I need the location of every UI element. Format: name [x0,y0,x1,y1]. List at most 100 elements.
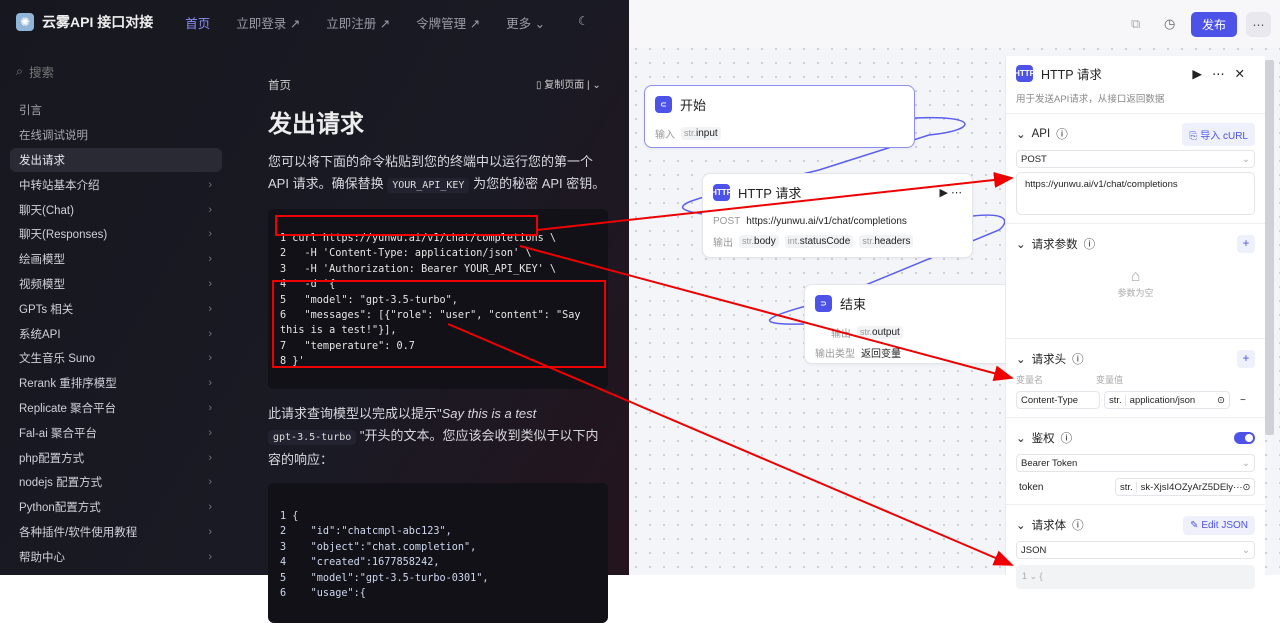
output-tag: int.statusCode [784,234,854,248]
import-curl-button[interactable]: ⎘ 导入 cURL [1182,122,1255,146]
section-label: 请求头 [1031,354,1067,366]
breadcrumb[interactable]: 首页 [268,80,291,92]
sidebar-item-label: 引言 [19,105,42,118]
sidebar-item[interactable]: 各种插件/软件使用教程› [10,520,222,545]
chevron-right-icon: › [208,401,212,414]
intro-b: 为您的秘密 API 密钥。 [473,176,606,191]
sidebar-item-label: 视频模型 [19,278,65,291]
add-param-button[interactable]: + [1237,235,1255,253]
sidebar-item[interactable]: GPTs 相关› [10,296,222,321]
chevron-right-icon: › [208,302,212,315]
nav-link[interactable]: 令牌管理 ↗ [416,16,481,31]
publish-button[interactable]: 发布 [1191,12,1237,37]
output-tag: str.body [739,234,779,248]
chevron-right-icon: › [208,352,212,365]
sidebar-item[interactable]: 引言 [10,98,222,123]
body-type-select[interactable]: JSON⌄ [1016,541,1255,559]
panel-scrollbar[interactable] [1265,60,1274,435]
history-icon[interactable]: ◷ [1164,16,1176,31]
chevron-right-icon: › [208,525,212,538]
auth-toggle[interactable] [1234,432,1255,444]
dark-mode-icon[interactable]: ☾ [578,14,589,28]
token-input[interactable]: str.sk-XjsI4OZyArZ5DEly···⊙ [1115,478,1255,496]
token-label: token [1019,481,1044,493]
sidebar-item[interactable]: Rerank 重排序模型 › [10,371,222,396]
sidebar-item[interactable]: 绘画模型› [10,247,222,272]
auth-type-select[interactable]: Bearer Token⌄ [1016,454,1255,472]
intro-a: 您可以将下面的命令粘贴到您的终端中以运行您的第一个 API 请求。确保替换 [268,154,594,191]
output-label: 输出 [713,237,733,249]
sidebar-item[interactable]: 系统API› [10,321,222,346]
search-icon: ⌕ [16,63,24,78]
end-icon: ⊃ [815,295,832,312]
more-button[interactable]: ⋯ [1246,12,1271,37]
edit-json-button[interactable]: ✎ Edit JSON [1183,515,1255,535]
node-title: 开始 [680,98,707,113]
start-icon: ⊂ [655,96,672,113]
sidebar-item[interactable]: 视频模型› [10,272,222,297]
method-label: POST [713,215,741,227]
sidebar: 引言在线调试说明发出请求中转站基本介绍›聊天(Chat)›聊天(Response… [10,98,222,569]
body-section: ⌄ 请求体 ⓘ✎ Edit JSON JSON⌄ 1 ⌄ { [1006,504,1265,597]
brand-name[interactable]: 云雾API 接口对接 [42,14,154,30]
inline-code: YOUR_API_KEY [387,178,470,193]
output-type: 返回变量 [861,348,901,360]
sidebar-item[interactable]: 聊天(Responses)› [10,222,222,247]
sidebar-item[interactable]: Fal-ai 聚合平台› [10,420,222,445]
sidebar-item[interactable]: Replicate 聚合平台› [10,396,222,421]
chevron-right-icon: › [208,377,212,390]
sidebar-item[interactable]: php配置方式› [10,445,222,470]
sidebar-item[interactable]: 文生音乐 Suno› [10,346,222,371]
http-icon: HTTP [711,184,732,201]
sidebar-item-label: 中转站基本介绍 [19,179,100,192]
sidebar-item-label: Fal-ai 聚合平台 [19,427,97,440]
method-select[interactable]: POST⌄ [1016,150,1255,168]
chevron-right-icon: › [208,253,212,266]
sidebar-item[interactable]: 发出请求 [10,147,222,173]
copy-page-button[interactable]: ▯ 复制页面 | ⌄ [536,80,601,91]
output-type-label: 输出类型 [815,348,855,360]
col-value: 变量值 [1096,375,1124,385]
chevron-right-icon: › [208,550,212,563]
node-title: 结束 [840,297,867,312]
output-tag: str.headers [859,234,914,248]
sidebar-item[interactable]: 帮助中心 › [10,544,222,569]
sidebar-item[interactable]: 聊天(Chat)› [10,197,222,222]
sidebar-item-label: 系统API [19,328,61,341]
sidebar-item-label: 聊天(Chat) [19,204,74,217]
run-icon[interactable]: ▶ ⋯ [939,187,962,199]
section-label: 请求参数 [1031,239,1078,251]
docs-pane: ✺ 云雾API 接口对接 首页立即登录 ↗立即注册 ↗令牌管理 ↗更多 ⌄ ☾ … [0,0,629,623]
sidebar-item-label: 帮助中心 [19,551,65,564]
sidebar-item[interactable]: 中转站基本介绍› [10,172,222,197]
sidebar-item-label: Rerank 重排序模型 [19,378,117,391]
empty-state: ⌂参数为空 [1016,268,1255,299]
sidebar-item[interactable]: nodejs 配置方式› [10,470,222,495]
search-input[interactable]: ⌕搜索 [8,60,182,82]
nav-link[interactable]: 立即注册 ↗ [326,16,391,31]
remove-header-button[interactable]: − [1240,394,1246,406]
panel-actions[interactable]: ▶⋯✕ [1192,67,1255,81]
url-input[interactable]: https://yunwu.ai/v1/chat/completions [1016,172,1255,215]
copy-page-label: 复制页面 [544,80,585,91]
input-label: 输入 [655,129,675,141]
header-value-input[interactable]: str.application/json⊙ [1104,391,1230,409]
curl-code-block[interactable]: 1 curl https://yunwu.ai/v1/chat/completi… [268,209,608,389]
nav-link[interactable]: 更多 ⌄ [506,16,546,31]
copy-icon[interactable]: ⧉ [1131,16,1141,31]
nav-link[interactable]: 立即登录 ↗ [236,16,301,31]
sidebar-item[interactable]: Python配置方式› [10,495,222,520]
doc-content: 首页 ▯ 复制页面 | ⌄ 发出请求 您可以将下面的命令粘贴到您的终端中以运行您… [268,76,608,623]
sidebar-item[interactable]: 在线调试说明 [10,123,222,148]
response-code-block[interactable]: 1 { 2 "id":"chatcmpl-abc123", 3 "object"… [268,483,608,623]
json-editor[interactable]: 1 ⌄ { [1016,565,1255,589]
add-header-button[interactable]: + [1237,350,1255,368]
header-name-input[interactable]: Content-Type [1016,391,1100,409]
nav-link[interactable]: 首页 [185,16,211,31]
nav-links: 首页 立即登录 ↗ 立即注册 ↗ 令牌管理 ↗ 更多 ⌄ [185,13,571,32]
chevron-right-icon: › [208,476,212,489]
